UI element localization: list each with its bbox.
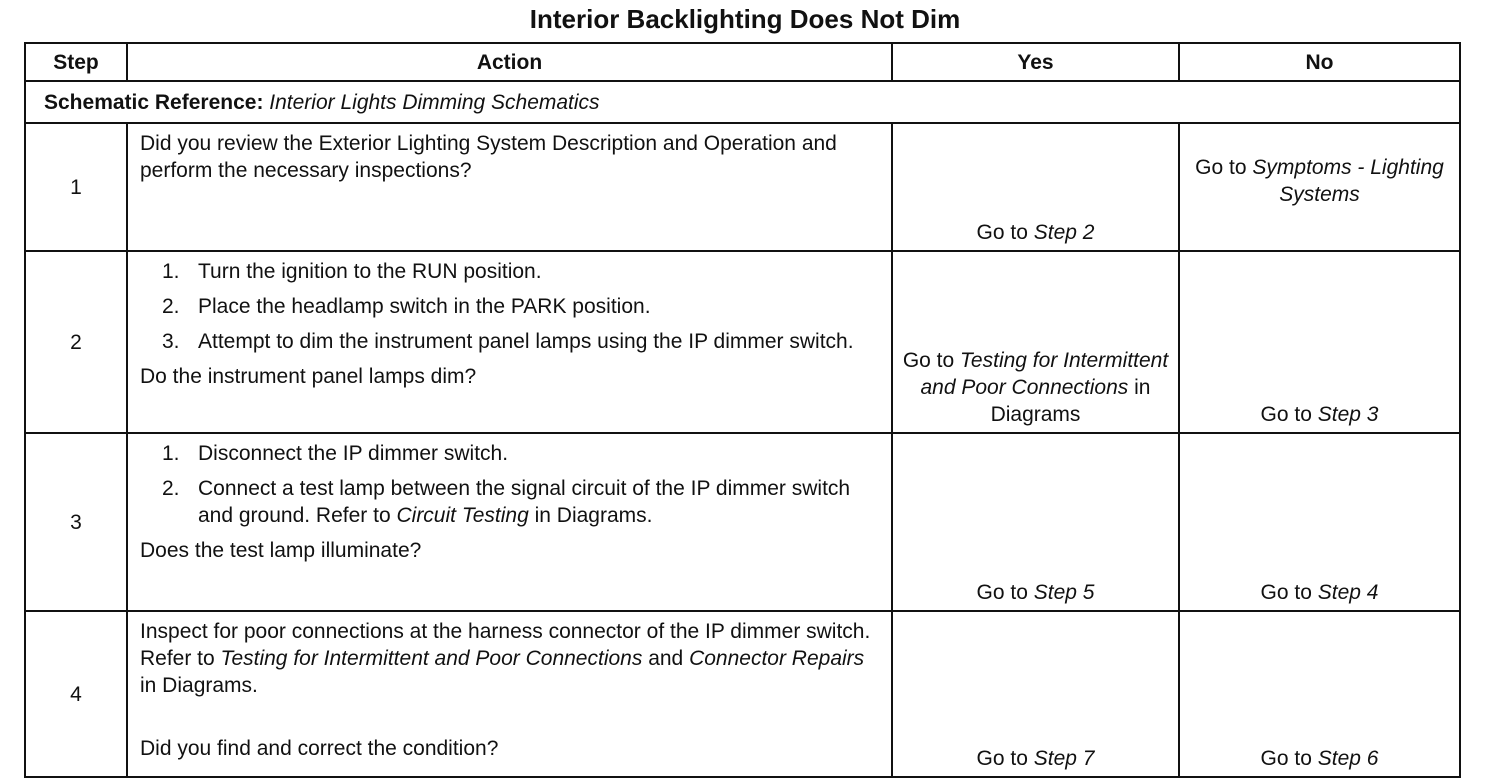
action-link-testing[interactable]: Testing for Intermittent and Poor Connec… [220,647,643,670]
yes-link[interactable]: Step 5 [1033,581,1095,604]
substep-number: 1. [162,260,180,283]
substep-number: 3. [162,330,180,353]
substep-text: Disconnect the IP dimmer switch. [198,442,509,465]
question-text: Did you find and correct the condition? [140,737,499,760]
step-number: 3 [24,432,128,612]
yes-cell: Go to Step 2 [891,122,1180,252]
substep-number: 2. [162,295,180,318]
action-text: Inspect for poor connections at the harn… [140,620,871,670]
list-item: 2. Connect a test lamp between the signa… [162,475,881,529]
question-text: Do the instrument panel lamps dim? [140,365,477,388]
action-text: Did you review the Exterior Lighting Sys… [140,132,837,182]
schematic-reference: Schematic Reference: Interior Lights Dim… [24,80,1461,124]
schematic-reference-link[interactable]: Interior Lights Dimming Schematics [269,90,600,114]
table-row: 2 1. Turn the ignition to the RUN positi… [24,250,1461,434]
yes-prefix: Go to [976,221,1028,244]
yes-cell: Go to Testing for Intermittent and Poor … [891,250,1180,434]
no-prefix: Go to [1260,747,1312,770]
yes-cell: Go to Step 5 [891,432,1180,612]
page-title: Interior Backlighting Does Not Dim [529,4,961,34]
action-link-connector-repairs[interactable]: Connector Repairs [689,647,865,670]
list-item: 3. Attempt to dim the instrument panel l… [162,328,881,355]
header-yes: Yes [891,42,1180,82]
no-prefix: Go to [1260,403,1312,426]
action-text-after: in Diagrams. [140,674,258,697]
list-item: 1. Disconnect the IP dimmer switch. [162,440,881,467]
schematic-reference-row: Schematic Reference: Interior Lights Dim… [24,80,1461,124]
action-cell: Inspect for poor connections at the harn… [126,610,893,778]
table-row: 4 Inspect for poor connections at the ha… [24,610,1461,778]
yes-link[interactable]: Step 2 [1033,221,1095,244]
no-prefix: Go to [1260,581,1312,604]
substep-number: 1. [162,442,180,465]
spacer [140,699,881,735]
no-cell: Go to Symptoms - Lighting Systems [1178,122,1461,252]
no-cell: Go to Step 6 [1178,610,1461,778]
substep-link[interactable]: Circuit Testing [396,504,529,527]
header-no: No [1178,42,1461,82]
substep-list: 1. Disconnect the IP dimmer switch. 2. C… [140,440,881,529]
list-item: 1. Turn the ignition to the RUN position… [162,258,881,285]
no-link[interactable]: Symptoms - Lighting Systems [1252,156,1444,206]
yes-prefix: Go to [976,747,1028,770]
yes-link[interactable]: Testing for Intermittent and Poor Connec… [920,349,1169,399]
action-cell: Did you review the Exterior Lighting Sys… [126,122,893,252]
action-cell: 1. Disconnect the IP dimmer switch. 2. C… [126,432,893,612]
table-row: 3 1. Disconnect the IP dimmer switch. 2.… [24,432,1461,612]
schematic-reference-label: Schematic Reference: [44,90,264,114]
header-action: Action [126,42,893,82]
yes-suffix: in Diagrams [990,376,1151,426]
substep-list: 1. Turn the ignition to the RUN position… [140,258,881,355]
substep-text: Place the headlamp switch in the PARK po… [198,295,651,318]
no-link[interactable]: Step 3 [1317,403,1379,426]
yes-prefix: Go to [976,581,1028,604]
no-cell: Go to Step 3 [1178,250,1461,434]
table-header-row: Step Action Yes No [24,42,1461,82]
diagnostic-table: Step Action Yes No Schematic Reference: … [24,42,1461,778]
substep-text: Turn the ignition to the RUN position. [198,260,542,283]
table-row: 1 Did you review the Exterior Lighting S… [24,122,1461,252]
list-item: 2. Place the headlamp switch in the PARK… [162,293,881,320]
header-step: Step [24,42,128,82]
action-cell: 1. Turn the ignition to the RUN position… [126,250,893,434]
yes-prefix: Go to [902,349,955,372]
yes-cell: Go to Step 7 [891,610,1180,778]
action-text-mid: and [648,647,684,670]
step-number: 4 [24,610,128,778]
no-cell: Go to Step 4 [1178,432,1461,612]
question-text: Does the test lamp illuminate? [140,539,422,562]
no-link[interactable]: Step 4 [1317,581,1379,604]
step-number: 1 [24,122,128,252]
substep-number: 2. [162,477,180,500]
substep-text: Connect a test lamp between the signal c… [198,477,851,527]
no-link[interactable]: Step 6 [1317,747,1379,770]
no-prefix: Go to [1195,156,1247,179]
step-number: 2 [24,250,128,434]
yes-link[interactable]: Step 7 [1033,747,1095,770]
substep-text: Attempt to dim the instrument panel lamp… [198,330,854,353]
substep-text-after: in Diagrams. [534,504,653,527]
